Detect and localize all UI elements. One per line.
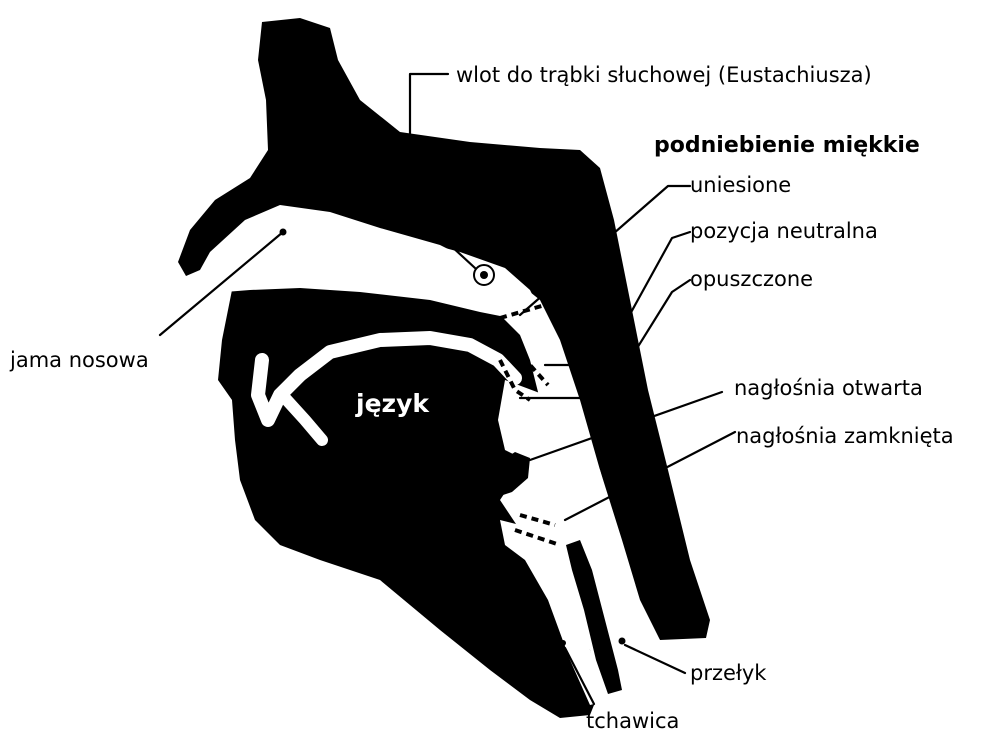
pointer-dot-nasal bbox=[280, 229, 287, 236]
label-eustachian: wlot do trąbki słuchowej (Eustachiusza) bbox=[456, 63, 872, 87]
leader-esophagus bbox=[625, 645, 685, 673]
label-esophagus: przełyk bbox=[690, 661, 767, 685]
label-raised: uniesione bbox=[690, 173, 791, 197]
label-epiglottis-closed: nagłośnia zamknięta bbox=[736, 424, 954, 448]
label-trachea: tchawica bbox=[586, 709, 679, 733]
label-neutral: pozycja neutralna bbox=[690, 219, 878, 243]
label-tongue: język bbox=[355, 389, 430, 418]
label-soft-palate: podniebienie miękkie bbox=[654, 133, 920, 158]
label-epiglottis-open: nagłośnia otwarta bbox=[734, 376, 923, 400]
label-nasal-cavity: jama nosowa bbox=[9, 348, 149, 372]
label-lowered: opuszczone bbox=[690, 267, 813, 291]
eustachian-opening-dot bbox=[480, 271, 488, 279]
pointer-dot-esophagus bbox=[619, 638, 626, 645]
pointer-dot-trachea bbox=[560, 640, 566, 646]
